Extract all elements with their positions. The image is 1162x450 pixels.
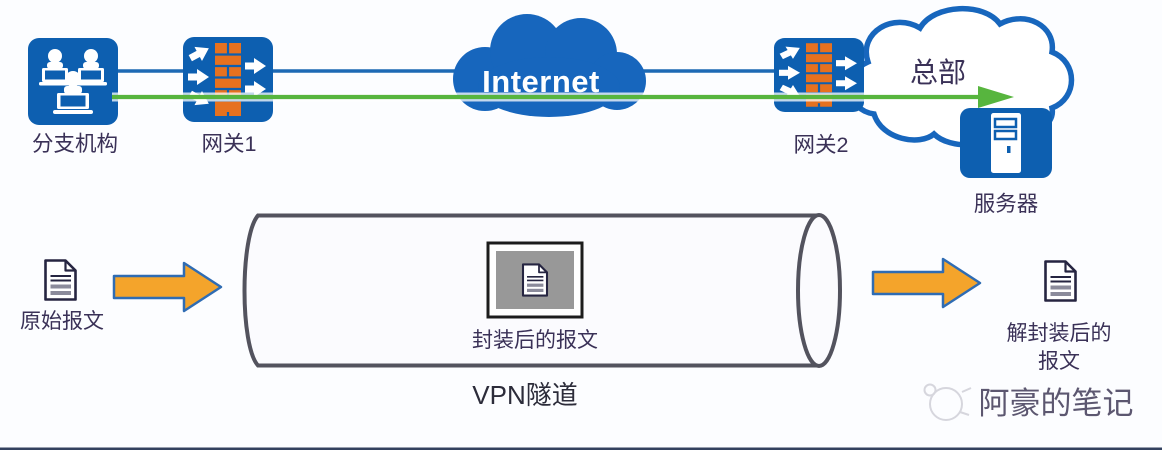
encapsulated-packet-document-icon <box>521 263 549 297</box>
data-flow-arrow <box>112 86 1014 108</box>
watermark-doodle-icon <box>923 383 972 421</box>
decapsulate-arrow-icon <box>871 257 982 309</box>
gateway2-label: 网关2 <box>794 133 849 157</box>
gateway1-firewall-icon <box>183 37 273 122</box>
watermark-text: 阿豪的笔记 <box>979 386 1134 421</box>
branch-office-icon <box>28 38 118 125</box>
encapsulate-arrow-icon <box>112 261 223 313</box>
decapsulated-packet-label-line1: 解封装后的 <box>1007 322 1112 345</box>
encapsulated-packet-box <box>486 241 584 319</box>
decapsulated-packet-document-icon <box>1044 260 1077 302</box>
encapsulated-packet-label: 封装后的报文 <box>472 329 598 352</box>
vpn-tunnel-label: VPN隧道 <box>472 380 577 410</box>
decapsulated-packet-label-line2: 报文 <box>1038 350 1080 373</box>
gateway1-label: 网关1 <box>202 132 257 156</box>
original-packet-document-icon <box>44 259 77 301</box>
server-icon <box>960 108 1052 178</box>
hq-label: 总部 <box>910 57 966 88</box>
bottom-divider-bar <box>0 447 1162 450</box>
server-label: 服务器 <box>974 192 1039 216</box>
branch-label: 分支机构 <box>32 132 118 156</box>
original-packet-label: 原始报文 <box>20 310 104 333</box>
